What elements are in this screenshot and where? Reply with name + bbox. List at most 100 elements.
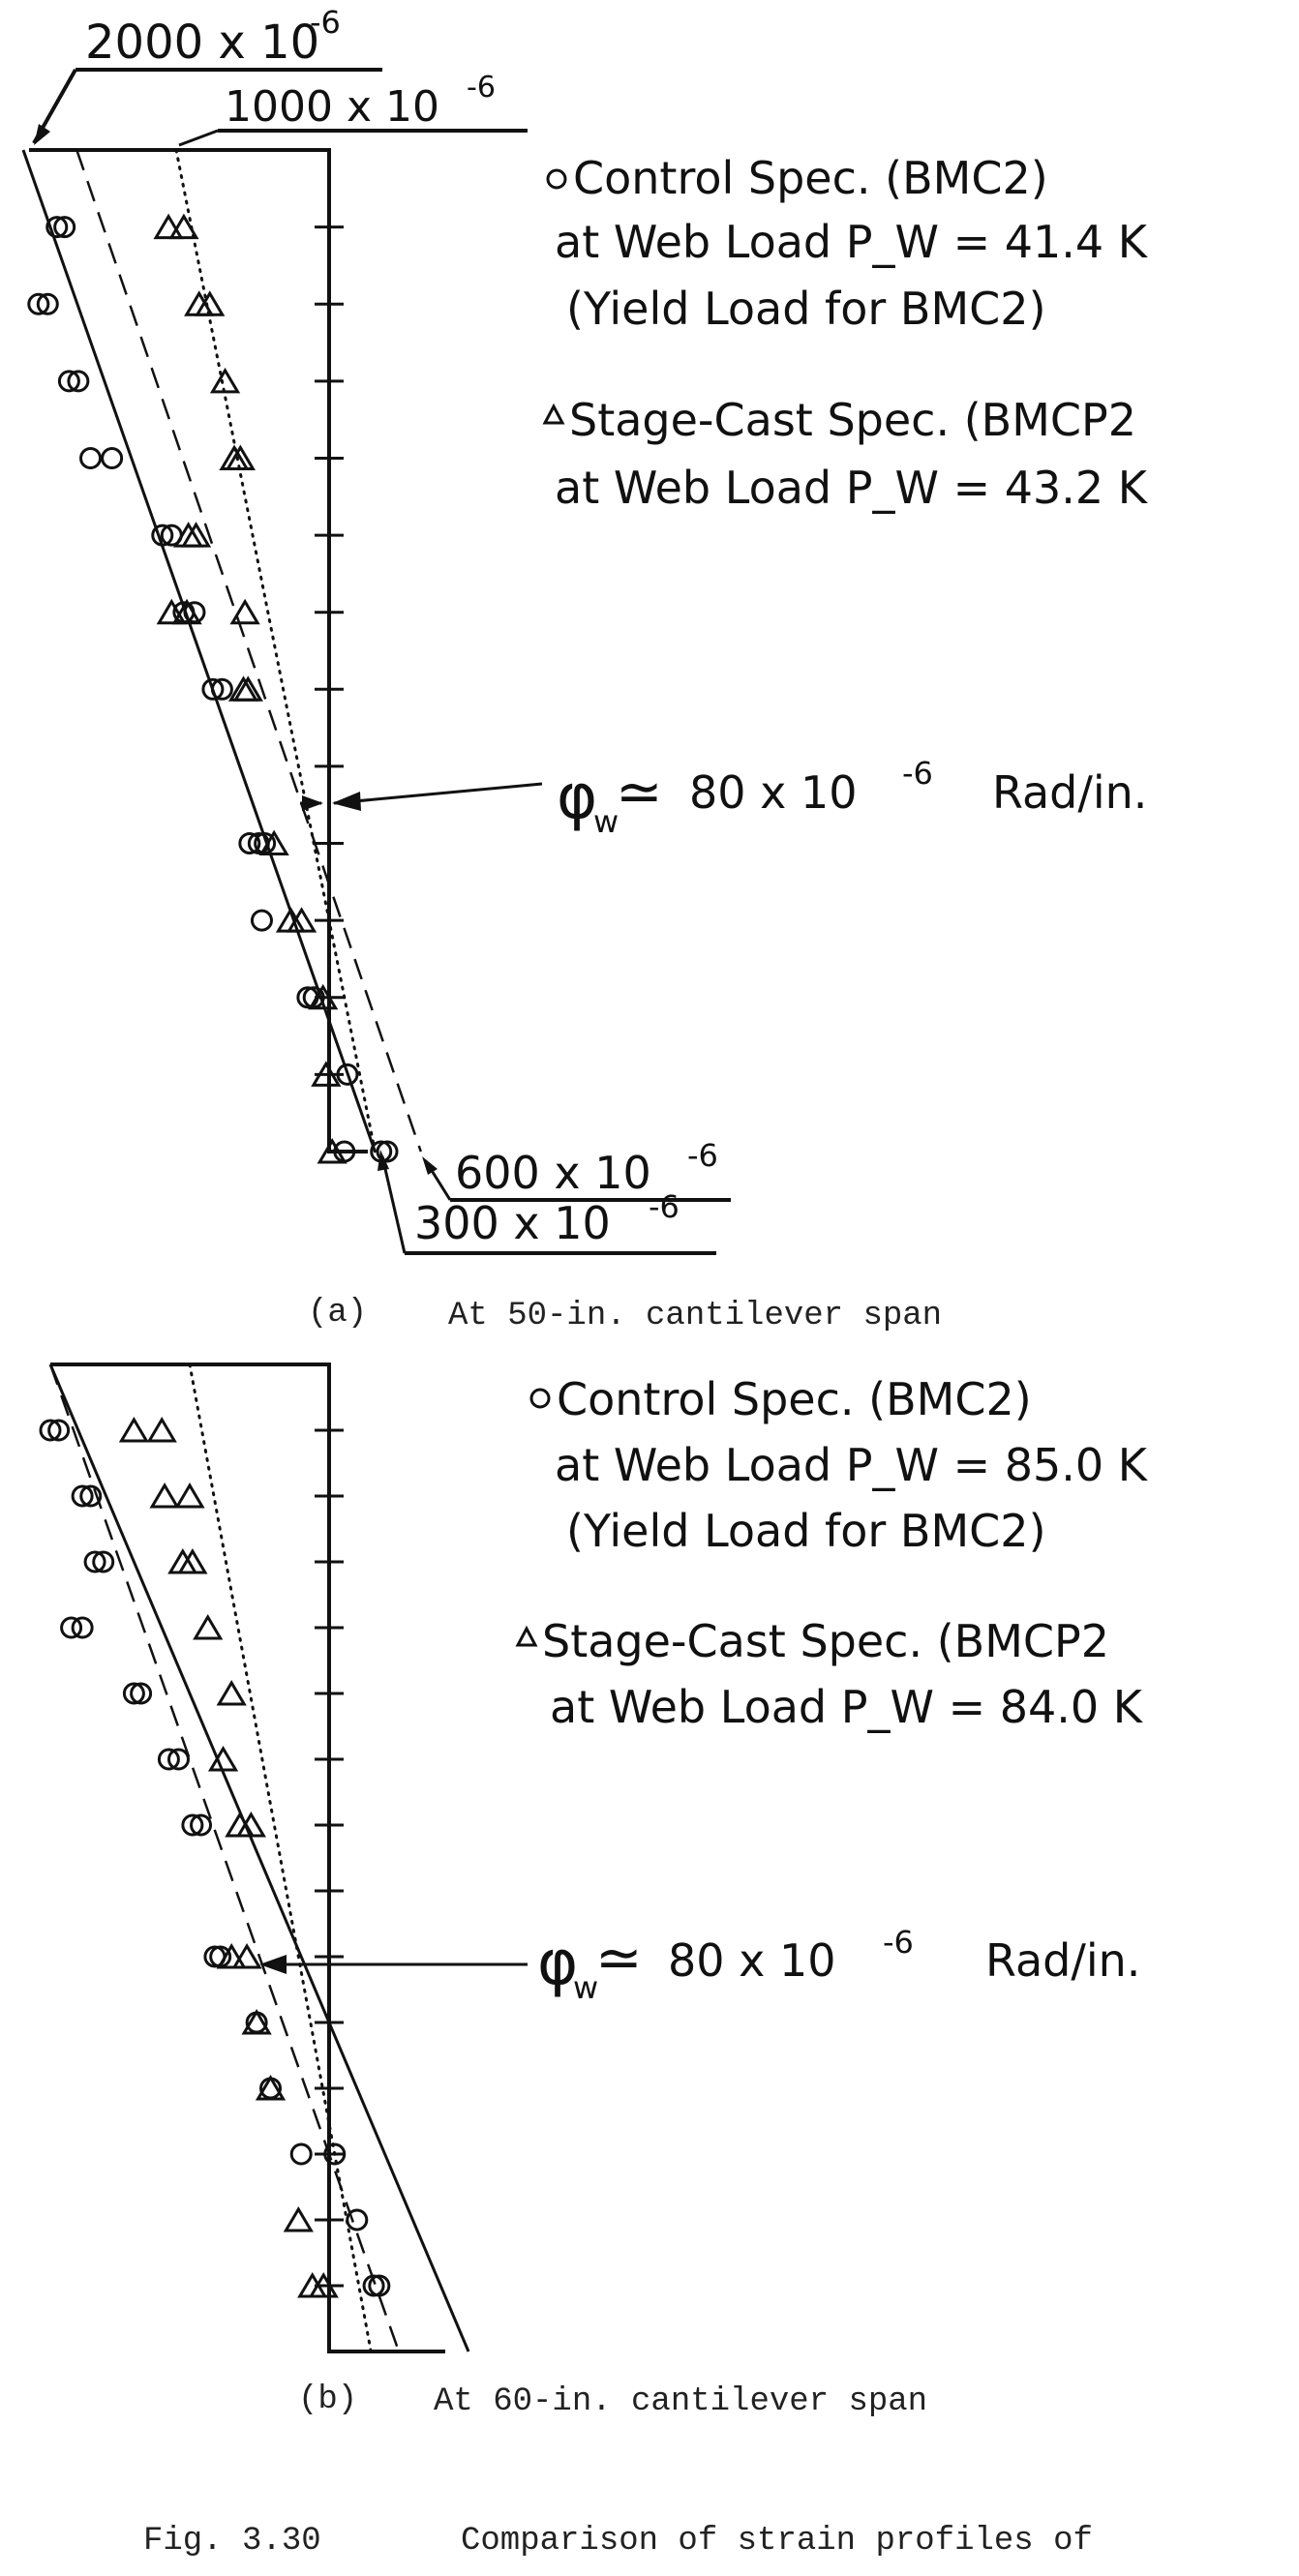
triangle-marker: [174, 1483, 205, 1509]
triangle-marker: [308, 2272, 339, 2298]
triangle-marker: [207, 1746, 239, 1772]
legend-b-circle-line3: (Yield Load for BMC2): [566, 1505, 1046, 1557]
profile-line-dotted: [188, 1363, 373, 2353]
triangle-marker: [118, 1417, 150, 1443]
legend-a: Control Spec. (BMC2) at Web Load P_W = 4…: [542, 152, 1149, 514]
circle-marker: [238, 832, 261, 855]
phi-symbol-b: φ: [537, 1928, 578, 1999]
curvature-unit-a: Rad/in.: [992, 766, 1147, 819]
triangle-marker: [180, 522, 212, 548]
bound-label-2000-text: 2000 x 10: [85, 15, 319, 70]
circle-marker: [323, 2142, 347, 2166]
profile-lines-a: [21, 148, 422, 1153]
legend-triangle-marker-a: [542, 403, 565, 425]
approx-symbol-b: ≃: [595, 1925, 643, 1991]
legend-a-circle-line1: Control Spec. (BMC2): [573, 152, 1048, 204]
bound-label-600: 600 x 10 -6: [422, 1137, 731, 1202]
legend-a-triangle-line2: at Web Load P_W = 43.2 K: [555, 462, 1149, 514]
circle-marker: [336, 1063, 359, 1086]
circle-marker: [71, 1484, 94, 1508]
triangle-marker: [241, 2009, 272, 2035]
panel-b-caption: At 60-in. cantilever span: [434, 2383, 927, 2420]
figure-number: Fig. 3.30: [143, 2523, 321, 2560]
phi-sub-b: w: [573, 1969, 598, 2006]
circle-marker: [27, 292, 50, 315]
triangle-marker: [156, 598, 187, 625]
circle-marker: [130, 1682, 153, 1705]
bound-label-1000: 1000 x 10 -6: [178, 71, 528, 147]
panel-a-label: (a): [308, 1295, 367, 1332]
bound-label-1000-text: 1000 x 10: [225, 82, 439, 132]
curvature-value-b: 80 x 10: [668, 1934, 836, 1987]
markers-b: [39, 1417, 391, 2298]
bound-label-1000-exp: -6: [467, 71, 496, 105]
triangle-marker: [283, 2206, 314, 2232]
curvature-exp-a: -6: [902, 755, 933, 792]
circle-marker: [79, 1484, 103, 1508]
bound-label-600-exp: -6: [687, 1137, 718, 1174]
bound-label-300: 300 x 10 -6: [378, 1150, 716, 1255]
triangle-marker: [317, 1138, 347, 1164]
section-outline-b: [50, 1363, 445, 2353]
triangle-marker: [225, 444, 256, 470]
circle-marker: [53, 216, 76, 239]
triangle-marker: [258, 829, 289, 856]
panel-b: Control Spec. (BMC2) at Web Load P_W = 8…: [39, 1363, 1149, 2420]
circle-marker: [60, 1616, 83, 1639]
legend-b-circle-line1: Control Spec. (BMC2): [557, 1373, 1032, 1425]
circle-marker: [362, 2274, 385, 2297]
profile-lines-b: [48, 1363, 470, 2353]
triangle-marker: [171, 598, 202, 625]
circle-marker: [346, 2208, 369, 2232]
panel-a-caption: At 50-in. cantilever span: [448, 1298, 942, 1334]
legend-a-circle-line2: at Web Load P_W = 41.4 K: [555, 216, 1149, 268]
circle-marker: [79, 446, 103, 469]
legend-circle-marker-b: [529, 1388, 551, 1409]
triangle-marker: [209, 367, 241, 394]
circle-marker: [45, 216, 69, 239]
curvature-annotation-a: φ w ≃ 80 x 10 -6 Rad/in.: [300, 755, 1147, 840]
bound-label-2000-exp: -6: [310, 4, 341, 41]
triangle-marker: [216, 1680, 247, 1706]
circle-marker: [151, 524, 174, 547]
triangle-marker: [146, 1417, 177, 1443]
circle-marker: [376, 1140, 399, 1163]
panel-b-label: (b): [298, 2381, 357, 2418]
circle-marker: [36, 292, 59, 315]
legend-b-circle-line2: at Web Load P_W = 85.0 K: [555, 1439, 1149, 1491]
section-outline-a: [29, 148, 368, 1153]
circle-marker: [67, 370, 90, 393]
markers-a: [27, 213, 399, 1164]
triangle-marker: [231, 1943, 262, 1969]
triangle-marker: [286, 907, 317, 933]
circle-marker: [157, 1748, 180, 1771]
triangle-marker: [149, 1483, 180, 1509]
circle-marker: [166, 1748, 190, 1771]
triangle-marker: [195, 290, 226, 316]
bound-label-300-exp: -6: [649, 1188, 680, 1225]
legend-a-circle-line3: (Yield Load for BMC2): [566, 283, 1046, 335]
circle-marker: [210, 677, 233, 701]
circle-marker: [122, 1682, 145, 1705]
curvature-value-a: 80 x 10: [689, 766, 858, 819]
circle-marker: [368, 2274, 391, 2297]
bound-label-2000: 2000 x 10 -6: [32, 4, 382, 145]
triangle-marker: [235, 1812, 266, 1838]
profile-line-dashed: [76, 149, 422, 1153]
circle-marker: [181, 1813, 204, 1837]
circle-marker: [289, 2142, 313, 2166]
legend-a-triangle-line1: Stage-Cast Spec. (BMCP2: [569, 394, 1136, 446]
circle-marker: [201, 677, 225, 701]
legend-triangle-marker-b: [515, 1625, 538, 1647]
circle-marker: [39, 1419, 62, 1442]
triangle-marker: [168, 213, 199, 240]
profile-line-dashed: [48, 1363, 401, 2352]
triangle-marker: [308, 983, 339, 1010]
circle-marker: [47, 1419, 71, 1442]
curvature-unit-b: Rad/in.: [985, 1934, 1140, 1987]
curvature-annotation-b: φ w ≃ 80 x 10 -6 Rad/in.: [259, 1924, 1140, 2006]
triangle-marker: [311, 1061, 342, 1087]
phi-sub-a: w: [593, 803, 619, 840]
circle-marker: [101, 446, 124, 469]
